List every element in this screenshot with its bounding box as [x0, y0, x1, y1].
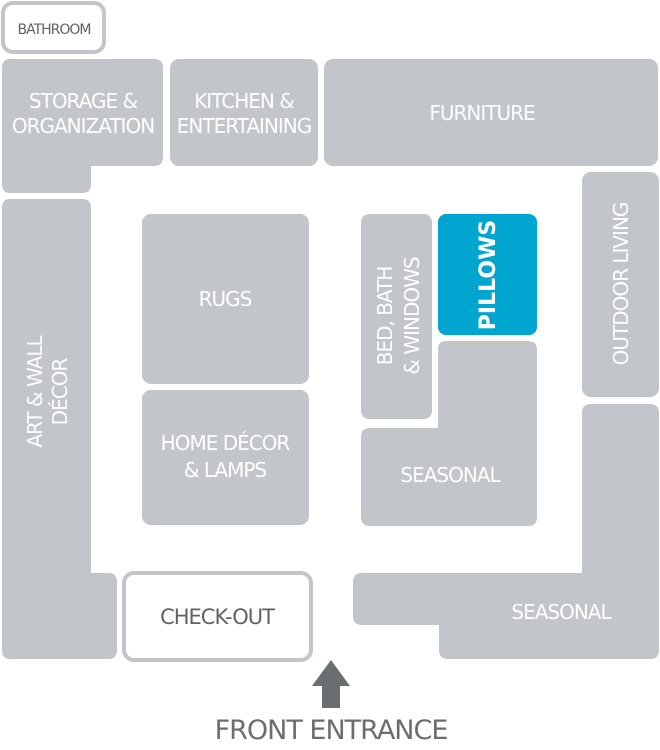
dept-kitchen-entertaining[interactable]: KITCHEN & ENTERTAINING [170, 59, 318, 166]
dept-pillows-label: PILLOWS [476, 220, 501, 330]
dept-furniture[interactable]: FURNITURE [324, 59, 658, 166]
dept-art-label-line2: DÉCOR [48, 358, 72, 426]
dept-rugs[interactable]: RUGS [142, 214, 309, 384]
dept-seasonal-center-label: SEASONAL [400, 463, 501, 487]
dept-bathroom[interactable]: BATHROOM [1, 1, 106, 54]
dept-furniture-label: FURNITURE [429, 101, 535, 125]
dept-storage-organization[interactable]: STORAGE & ORGANIZATION [2, 59, 163, 193]
dept-bed-bath-label-line1: BED, BATH [373, 267, 397, 366]
dept-bathroom-label: BATHROOM [17, 22, 90, 38]
dept-kitchen-label-line2: ENTERTAINING [177, 114, 311, 138]
checkout-area[interactable]: CHECK-OUT [122, 571, 313, 662]
dept-storage-label-line1: STORAGE & [29, 89, 138, 113]
up-arrow-icon [312, 660, 350, 708]
dept-pillows[interactable]: PILLOWS [438, 214, 537, 335]
dept-bed-bath-windows[interactable]: BED, BATH & WINDOWS [361, 214, 432, 419]
checkout-label: CHECK-OUT [160, 605, 275, 629]
dept-art-label-line1: ART & WALL [23, 335, 47, 448]
dept-seasonal-corner[interactable]: SEASONAL [353, 404, 659, 659]
front-entrance-label: FRONT ENTRANCE [215, 715, 448, 746]
dept-home-decor-label-line1: HOME DÉCOR [161, 431, 291, 455]
dept-home-decor-label-line2: & LAMPS [184, 458, 267, 482]
dept-storage-label-line2: ORGANIZATION [12, 114, 154, 138]
dept-art-wall-decor[interactable]: ART & WALL DÉCOR [2, 199, 117, 659]
dept-outdoor-living-label: OUTDOOR LIVING [609, 203, 633, 366]
dept-kitchen-label-line1: KITCHEN & [194, 89, 294, 113]
dept-rugs-label: RUGS [199, 287, 252, 311]
dept-home-decor-lamps[interactable]: HOME DÉCOR & LAMPS [142, 390, 309, 525]
dept-seasonal-center[interactable]: SEASONAL [361, 341, 537, 526]
dept-bed-bath-label-line2: & WINDOWS [400, 257, 424, 375]
dept-seasonal-corner-label: SEASONAL [511, 600, 612, 624]
dept-outdoor-living[interactable]: OUTDOOR LIVING [582, 172, 659, 397]
